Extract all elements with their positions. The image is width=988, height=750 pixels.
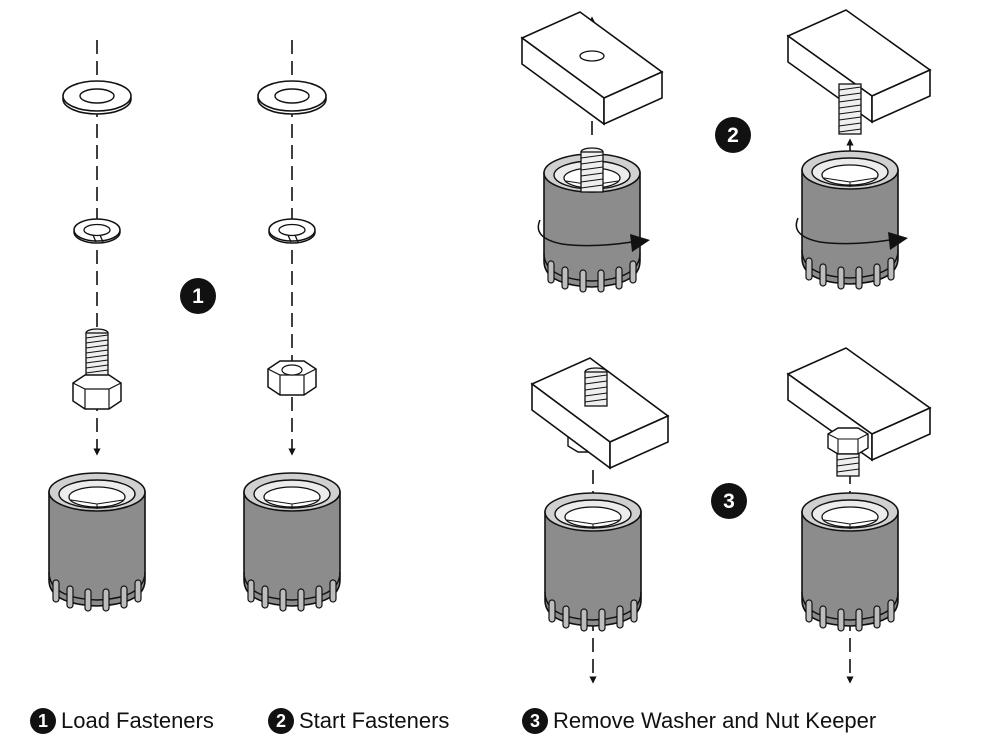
nut-keeper-plate-with-stud (788, 10, 930, 134)
flat-washer (63, 81, 131, 114)
nut-keeper-plate (522, 12, 662, 124)
threaded-insert (244, 473, 340, 611)
caption-step-1-label: Load Fasteners (61, 708, 214, 734)
threaded-insert (49, 473, 145, 611)
caption-step-3-number: 3 (522, 708, 548, 734)
caption-step-2-label: Start Fasteners (299, 708, 449, 734)
plate-with-nut-and-stud (788, 348, 930, 476)
step-3-marker-number: 3 (723, 490, 735, 513)
bolt-threads (581, 148, 603, 192)
caption-step-2-number: 2 (268, 708, 294, 734)
caption-step-1-number: 1 (30, 708, 56, 734)
step-2-marker-number: 2 (727, 124, 739, 147)
caption-step-3-label: Remove Washer and Nut Keeper (553, 708, 876, 734)
threaded-insert (802, 151, 898, 289)
threaded-insert (545, 493, 641, 631)
threaded-insert (802, 493, 898, 631)
step-2-start-fasteners-group: 2 (522, 10, 930, 292)
plate-with-bolt (532, 358, 668, 468)
caption-step-3: 3 Remove Washer and Nut Keeper (522, 705, 876, 737)
caption-step-1: 1 Load Fasteners (30, 705, 214, 737)
lock-washer (74, 219, 120, 243)
step-1-marker-number: 1 (192, 285, 204, 308)
lock-washer (269, 219, 315, 243)
hex-nut (268, 361, 316, 395)
caption-step-2: 2 Start Fasteners (268, 705, 449, 737)
step-1-load-fasteners-group: 1 (49, 40, 340, 611)
flat-washer (258, 81, 326, 114)
hex-bolt (73, 329, 121, 409)
step-3-remove-washer-group: 3 (532, 348, 930, 680)
